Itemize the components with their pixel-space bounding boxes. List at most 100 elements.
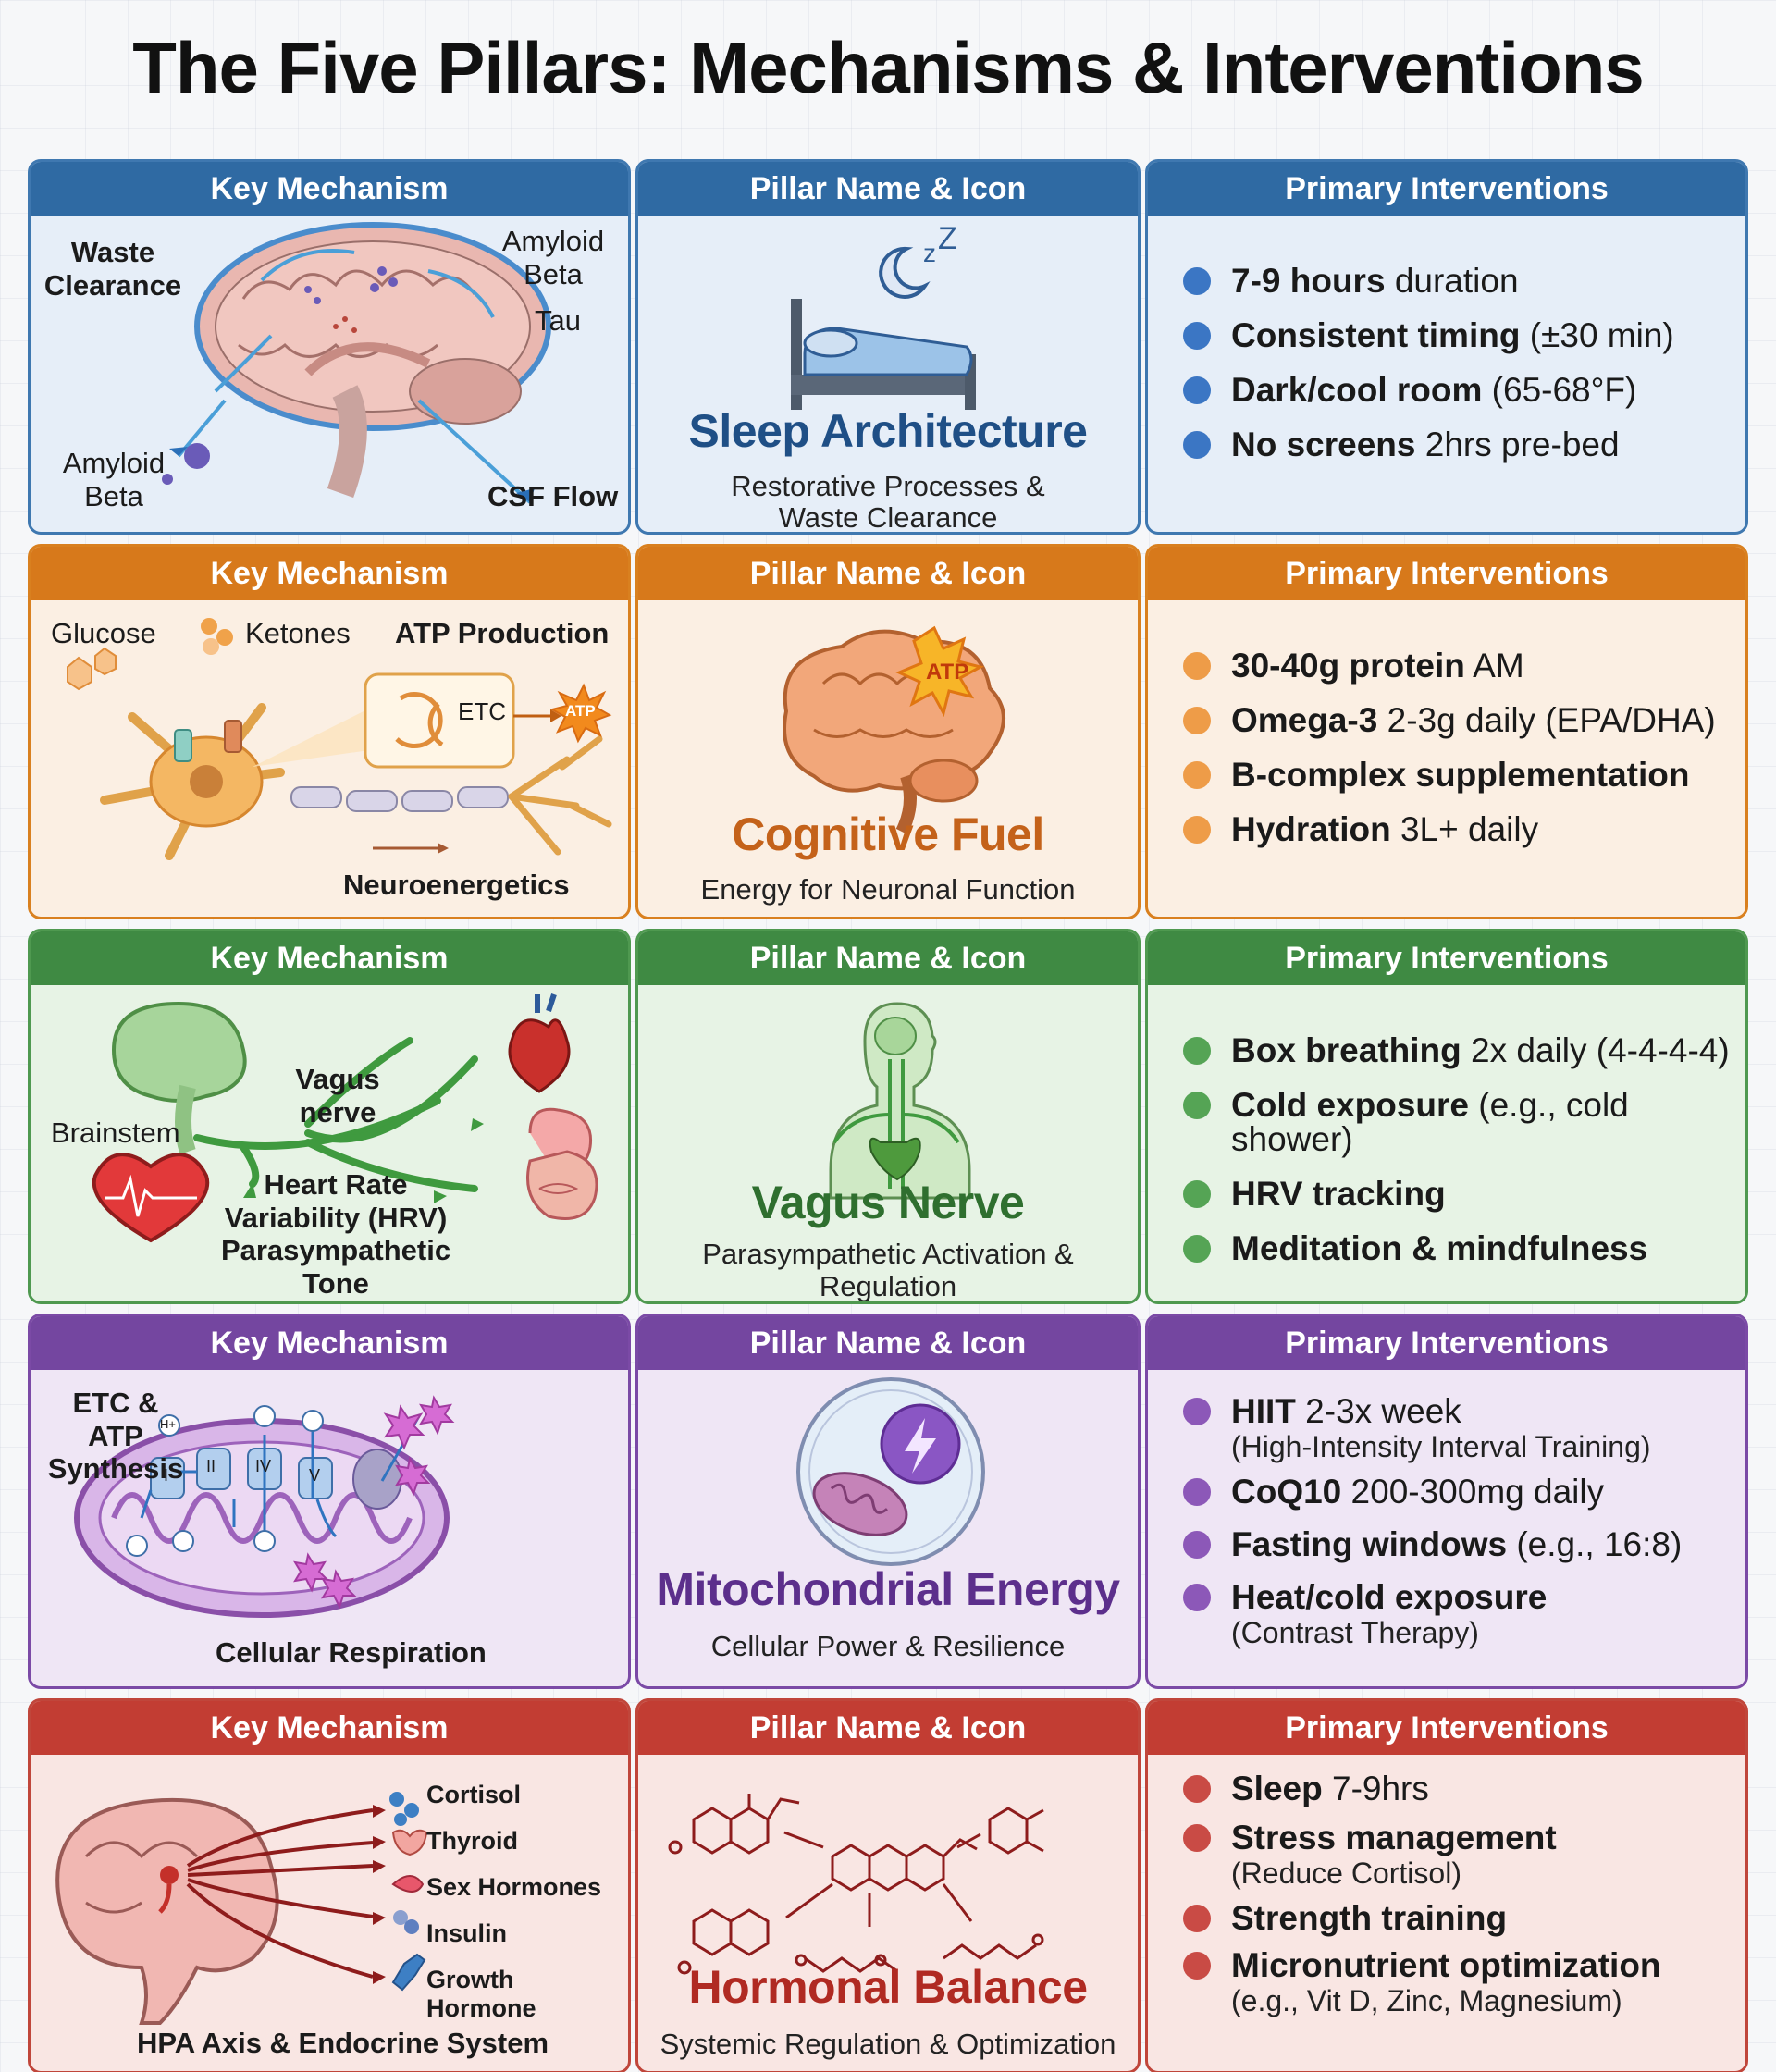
hpa-axis-label: HPA Axis & Endocrine System (137, 2027, 549, 2059)
intervention-subtext: (Contrast Therapy) (1231, 1616, 1479, 1649)
pillar-panel: Pillar Name & Icon Vagus Nerve Parasympa… (635, 929, 1141, 1304)
hrv-label: Heart Rate Variability (HRV) Parasympath… (220, 1168, 451, 1300)
intervention-detail: 3L+ daily (1390, 810, 1539, 848)
brainstem-label: Brainstem (51, 1116, 180, 1149)
intervention-item: HIIT 2-3x week(High-Intensity Interval T… (1183, 1394, 1736, 1462)
mitochondrion-illustration (74, 1395, 455, 1618)
pillar-row-hormonal-balance: Key Mechanism (28, 1698, 1748, 2072)
intervention-detail: 2-3g daily (EPA/DHA) (1377, 701, 1716, 739)
pillar-panel: Pillar Name & Icon z Z Sleep Architectur… (635, 159, 1141, 535)
bullet-icon (1183, 1584, 1211, 1611)
cell-mitochondria-icon (796, 1377, 985, 1566)
mechanism-header: Key Mechanism (31, 547, 628, 600)
growth-hormone-label: Growth Hormone (426, 1966, 536, 2023)
svg-text:Z: Z (938, 221, 957, 256)
intervention-detail: AM (1464, 647, 1524, 684)
pillar-header: Pillar Name & Icon (638, 1701, 1138, 1755)
intervention-item: CoQ10 200-300mg daily (1183, 1474, 1736, 1509)
intervention-item: 7-9 hours duration (1183, 264, 1736, 298)
interventions-header: Primary Interventions (1148, 1316, 1745, 1370)
intervention-subtext: (Reduce Cortisol) (1231, 1856, 1462, 1890)
pillar-header: Pillar Name & Icon (638, 162, 1138, 216)
mechanism-panel: Key Mechanism (28, 159, 631, 535)
intervention-bold: 30-40g protein (1231, 647, 1465, 684)
bullet-icon (1183, 707, 1211, 734)
pillar-name: Hormonal Balance (688, 1961, 1088, 2013)
pillar-row-cognitive-fuel: Key Mechanism (28, 544, 1748, 919)
csf-flow-label: CSF Flow (487, 480, 619, 512)
sex-hormones-label: Sex Hormones (426, 1873, 602, 1901)
interventions-panel: Primary Interventions Box breathing 2x d… (1145, 929, 1748, 1304)
intervention-bold: Sleep (1231, 1770, 1323, 1807)
bullet-icon (1183, 816, 1211, 844)
intervention-item: Sleep 7-9hrs (1183, 1771, 1736, 1806)
etc-atp-synthesis-label: ETC & ATP Synthesis (47, 1387, 184, 1486)
pillar-name: Mitochondrial Energy (656, 1563, 1120, 1615)
bullet-icon (1183, 322, 1211, 350)
complex-ii-label: II (206, 1457, 216, 1475)
pillar-row-sleep: Key Mechanism (28, 159, 1748, 535)
vagus-nerve-label: Vagus nerve (295, 1063, 380, 1128)
interventions-panel: Primary Interventions 7-9 hours duration… (1145, 159, 1748, 535)
intervention-bold: Consistent timing (1231, 316, 1521, 354)
bullet-icon (1183, 431, 1211, 459)
pillar-panel: Pillar Name & Icon (635, 1698, 1141, 2072)
intervention-subtext: (e.g., Vit D, Zinc, Magnesium) (1231, 1984, 1622, 2017)
bullet-icon (1183, 1905, 1211, 1932)
intervention-bold: CoQ10 (1231, 1473, 1342, 1511)
intervention-item: Heat/cold exposure(Contrast Therapy) (1183, 1580, 1736, 1647)
thyroid-label: Thyroid (426, 1827, 518, 1855)
intervention-detail: (±30 min) (1520, 316, 1674, 354)
interventions-panel: Primary Interventions 30-40g protein AM … (1145, 544, 1748, 919)
intervention-item: Strength training (1183, 1901, 1736, 1935)
insulin-label: Insulin (426, 1919, 507, 1947)
intervention-bold: Box breathing (1231, 1031, 1462, 1069)
bullet-icon (1183, 1037, 1211, 1065)
complex-v-label: V (309, 1466, 321, 1485)
bullet-icon (1183, 1775, 1211, 1803)
pillar-row-mitochondrial-energy: Key Mechanism (28, 1314, 1748, 1689)
intervention-bold: Fasting windows (1231, 1525, 1508, 1563)
pillar-header: Pillar Name & Icon (638, 931, 1138, 985)
intervention-bold: Cold exposure (1231, 1086, 1469, 1124)
pillar-name: Vagus Nerve (751, 1177, 1025, 1228)
intervention-detail: (e.g., cold shower) (1231, 1086, 1629, 1158)
intervention-item: Hydration 3L+ daily (1183, 812, 1736, 846)
intervention-item: Cold exposure (e.g., cold shower) (1183, 1088, 1736, 1156)
page-title: The Five Pillars: Mechanisms & Intervent… (132, 27, 1645, 108)
intervention-bold: HRV tracking (1231, 1175, 1446, 1213)
ketones-label: Ketones (245, 617, 351, 649)
bullet-icon (1183, 1235, 1211, 1263)
human-vagus-icon (829, 1002, 971, 1200)
etc-label: ETC (458, 697, 506, 725)
brain-atp-icon (783, 625, 1005, 835)
pillar-subtitle-line-2: Waste Clearance (778, 501, 998, 534)
pillar-subtitle-line-1: Energy for Neuronal Function (700, 873, 1076, 906)
mechanism-panel: Key Mechanism (28, 544, 631, 919)
amyloid-beta-label-2: Amyloid Beta (62, 447, 166, 512)
intervention-detail: (e.g., 16:8) (1507, 1525, 1683, 1563)
intervention-bold: Stress management (1231, 1819, 1557, 1856)
bullet-icon (1183, 267, 1211, 295)
intervention-item: Dark/cool room (65-68°F) (1183, 373, 1736, 407)
pillar-subtitle-line-1: Parasympathetic Activation & Regulation (702, 1238, 1074, 1302)
neuroenergetics-label: Neuroenergetics (343, 869, 570, 901)
intervention-bold: 7-9 hours (1231, 262, 1386, 300)
intervention-bold: Omega-3 (1231, 701, 1378, 739)
mechanism-header: Key Mechanism (31, 1316, 628, 1370)
intervention-item: Box breathing 2x daily (4-4-4-4) (1183, 1033, 1736, 1067)
cortisol-label: Cortisol (426, 1781, 522, 1808)
mechanism-header: Key Mechanism (31, 1701, 628, 1755)
interventions-header: Primary Interventions (1148, 931, 1745, 985)
interventions-list: Sleep 7-9hrs Stress management(Reduce Co… (1183, 1771, 1736, 2036)
bullet-icon (1183, 761, 1211, 789)
intervention-bold: Meditation & mindfulness (1231, 1229, 1648, 1267)
intervention-item: Consistent timing (±30 min) (1183, 318, 1736, 352)
intervention-bold: Dark/cool room (1231, 371, 1483, 409)
pillar-header: Pillar Name & Icon (638, 547, 1138, 600)
intervention-item: B-complex supplementation (1183, 758, 1736, 792)
intervention-detail: 7-9hrs (1322, 1770, 1429, 1807)
waste-clearance-label: Waste Clearance (43, 236, 182, 302)
atp-burst-label: ATP (565, 702, 596, 720)
pillar-subtitle-line-1: Cellular Power & Resilience (710, 1630, 1066, 1662)
